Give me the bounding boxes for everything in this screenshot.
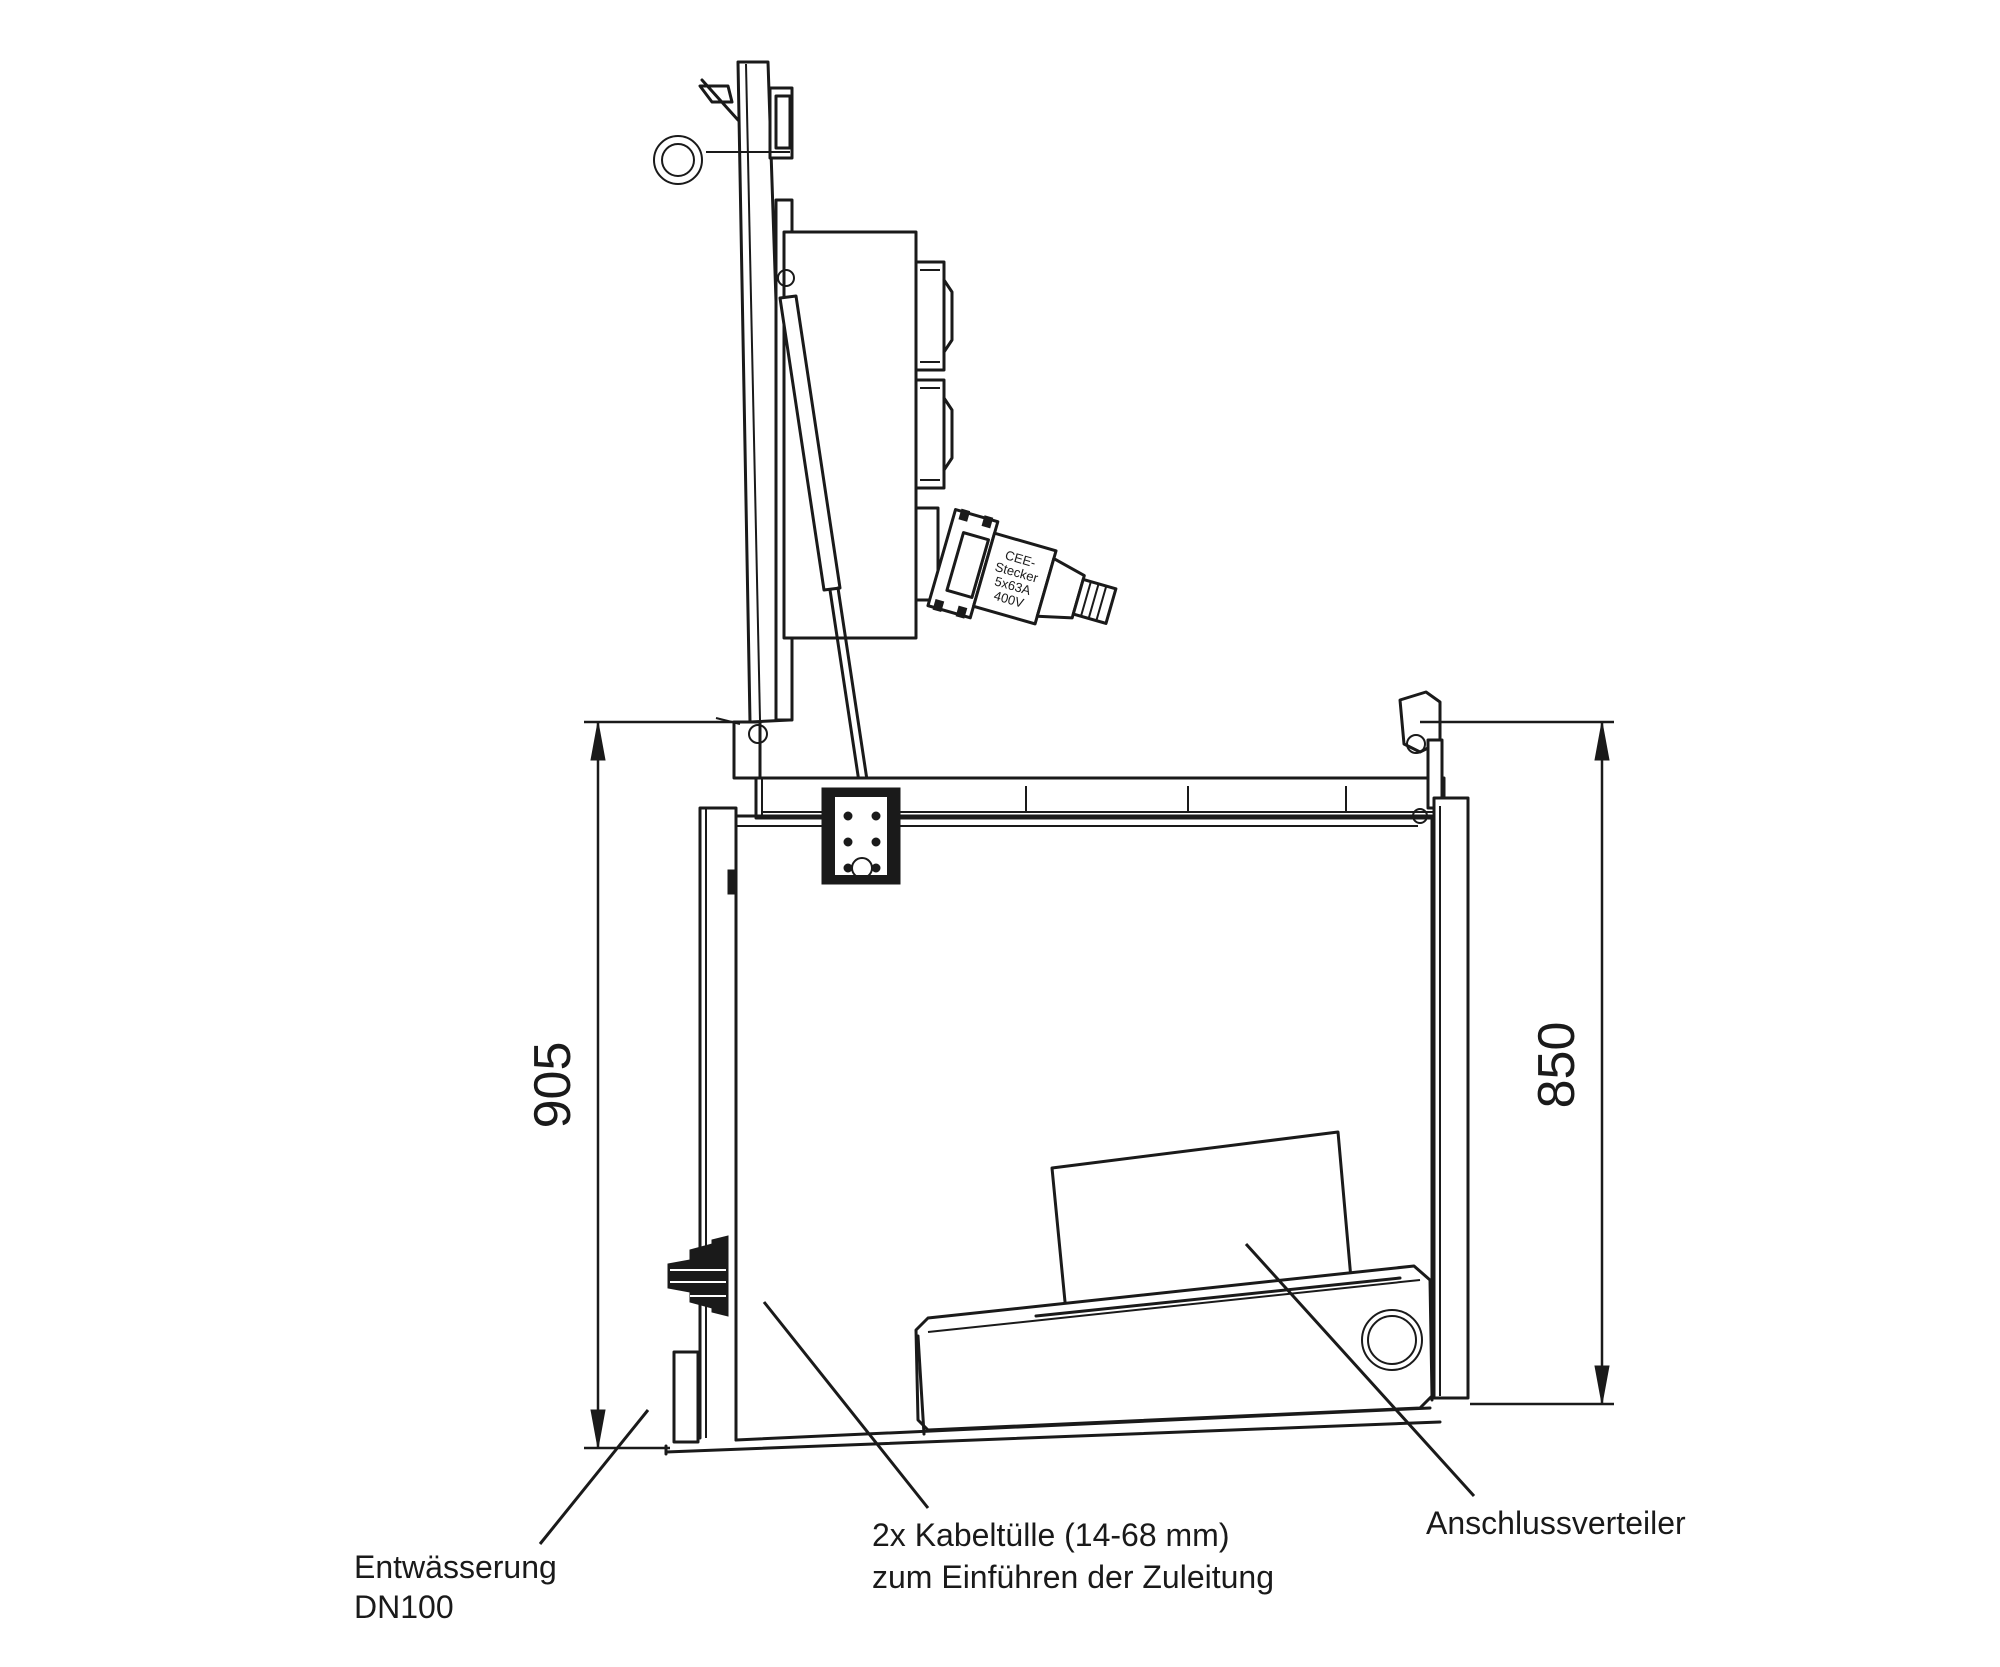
connection-distributor (914, 1130, 1434, 1436)
socket-icon (914, 378, 954, 490)
label-drainage-line1: Entwässerung (354, 1549, 557, 1585)
housing-body (664, 796, 1470, 1456)
open-lid (653, 60, 794, 724)
key-ring-icon (653, 135, 703, 185)
socket-icon (914, 260, 954, 372)
gas-spring-bracket (821, 787, 901, 885)
leader-lines (538, 1242, 1476, 1545)
label-cable-gland-line1: 2x Kabeltülle (14-68 mm) (872, 1517, 1229, 1553)
cable-gland-icon (667, 1235, 729, 1317)
label-drainage-line2: DN100 (354, 1589, 454, 1625)
dimension-left-value: 905 (524, 1042, 582, 1129)
cee-plug: CEE- Stecker 5x63A 400V (914, 506, 1118, 626)
label-distributor: Anschlussverteiler (1426, 1505, 1686, 1541)
dimension-left: 905 (524, 720, 740, 1450)
label-cable-gland-line2: zum Einführen der Zuleitung (872, 1559, 1274, 1595)
dimension-right: 850 (1420, 720, 1614, 1406)
dimension-right-value: 850 (1528, 1022, 1586, 1109)
